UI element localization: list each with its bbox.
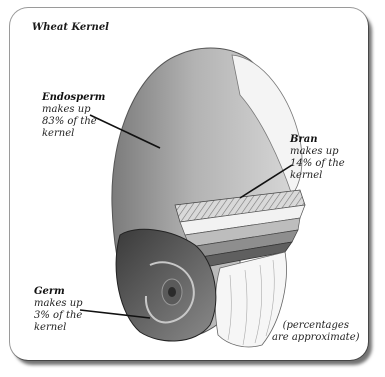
germ-line-3: kernel xyxy=(34,322,83,334)
germ-label: Germ makes up 3% of the kernel xyxy=(34,286,83,334)
bran-line-2: 14% of the xyxy=(290,158,345,170)
endosperm-label: Endosperm makes up 83% of the kernel xyxy=(42,92,105,140)
bran-label: Bran makes up 14% of the kernel xyxy=(290,134,345,182)
bran-line-1: makes up xyxy=(290,146,345,158)
endosperm-line-1: makes up xyxy=(42,104,105,116)
germ-name: Germ xyxy=(34,286,83,298)
germ-line-1: makes up xyxy=(34,298,83,310)
diagram-title: Wheat Kernel xyxy=(32,22,109,33)
bran-name: Bran xyxy=(290,134,345,146)
germ-line-2: 3% of the xyxy=(34,310,83,322)
bran-line-3: kernel xyxy=(290,170,345,182)
endosperm-line-2: 83% of the xyxy=(42,116,105,128)
endosperm-name: Endosperm xyxy=(42,92,105,104)
footnote-line-2: are approximate) xyxy=(272,332,360,344)
endosperm-line-3: kernel xyxy=(42,128,105,140)
footnote: (percentages are approximate) xyxy=(272,320,360,344)
footnote-line-1: (percentages xyxy=(272,320,360,332)
